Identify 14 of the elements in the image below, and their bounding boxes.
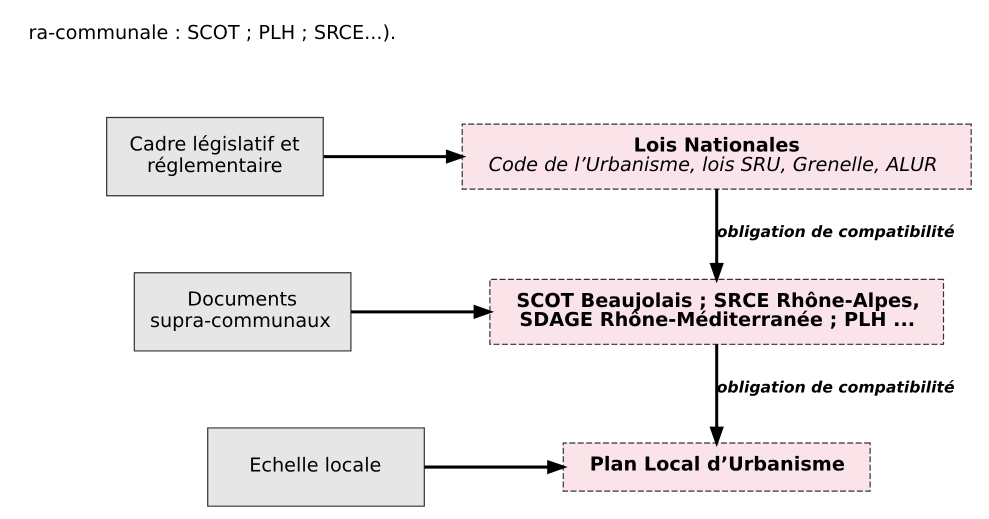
arrow	[350, 304, 494, 320]
node-box: SCOT Beaujolais ; SRCE Rhône-Alpes, SDAGE Rhône-Méditerranée ; PLH ...	[488, 278, 944, 345]
node-box: Echelle locale	[206, 427, 424, 507]
arrow	[709, 189, 724, 284]
label: ra-communale : SCOT ; PLH ; SRCE...).	[28, 21, 396, 44]
arrow	[323, 149, 466, 164]
node-box: Plan Local d’Urbanisme	[562, 442, 870, 492]
node-box: Lois Nationales Code de l’Urbanisme, lois SRU, Grenelle, ALUR	[461, 124, 972, 190]
arrow	[709, 344, 724, 448]
edge-label: obligation de compatibilité	[716, 222, 954, 242]
edge-label: obligation de compatibilité	[716, 377, 954, 396]
node-box: Documents supra-communaux	[133, 272, 352, 352]
arrow	[424, 460, 568, 474]
node-box: Cadre législatif et réglementaire	[106, 116, 324, 196]
